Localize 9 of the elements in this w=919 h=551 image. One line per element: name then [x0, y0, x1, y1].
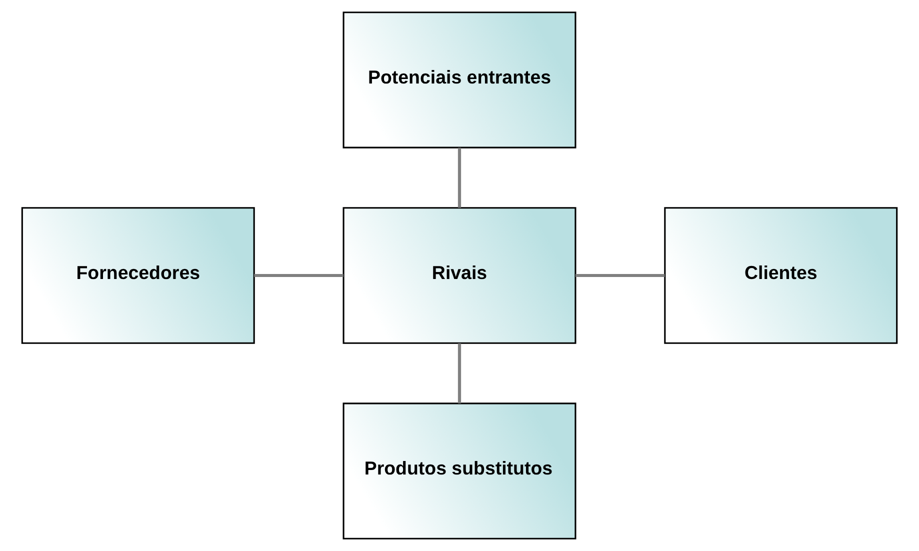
node-box: Rivais	[342, 207, 576, 344]
connector	[458, 148, 462, 208]
connector	[458, 343, 462, 404]
node-box: Clientes	[664, 207, 898, 344]
node-box: Produtos substitutos	[342, 402, 576, 540]
node-box: Fornecedores	[21, 207, 255, 344]
connector	[254, 274, 344, 278]
node-box: Potenciais entrantes	[342, 12, 576, 148]
connector	[576, 274, 665, 278]
